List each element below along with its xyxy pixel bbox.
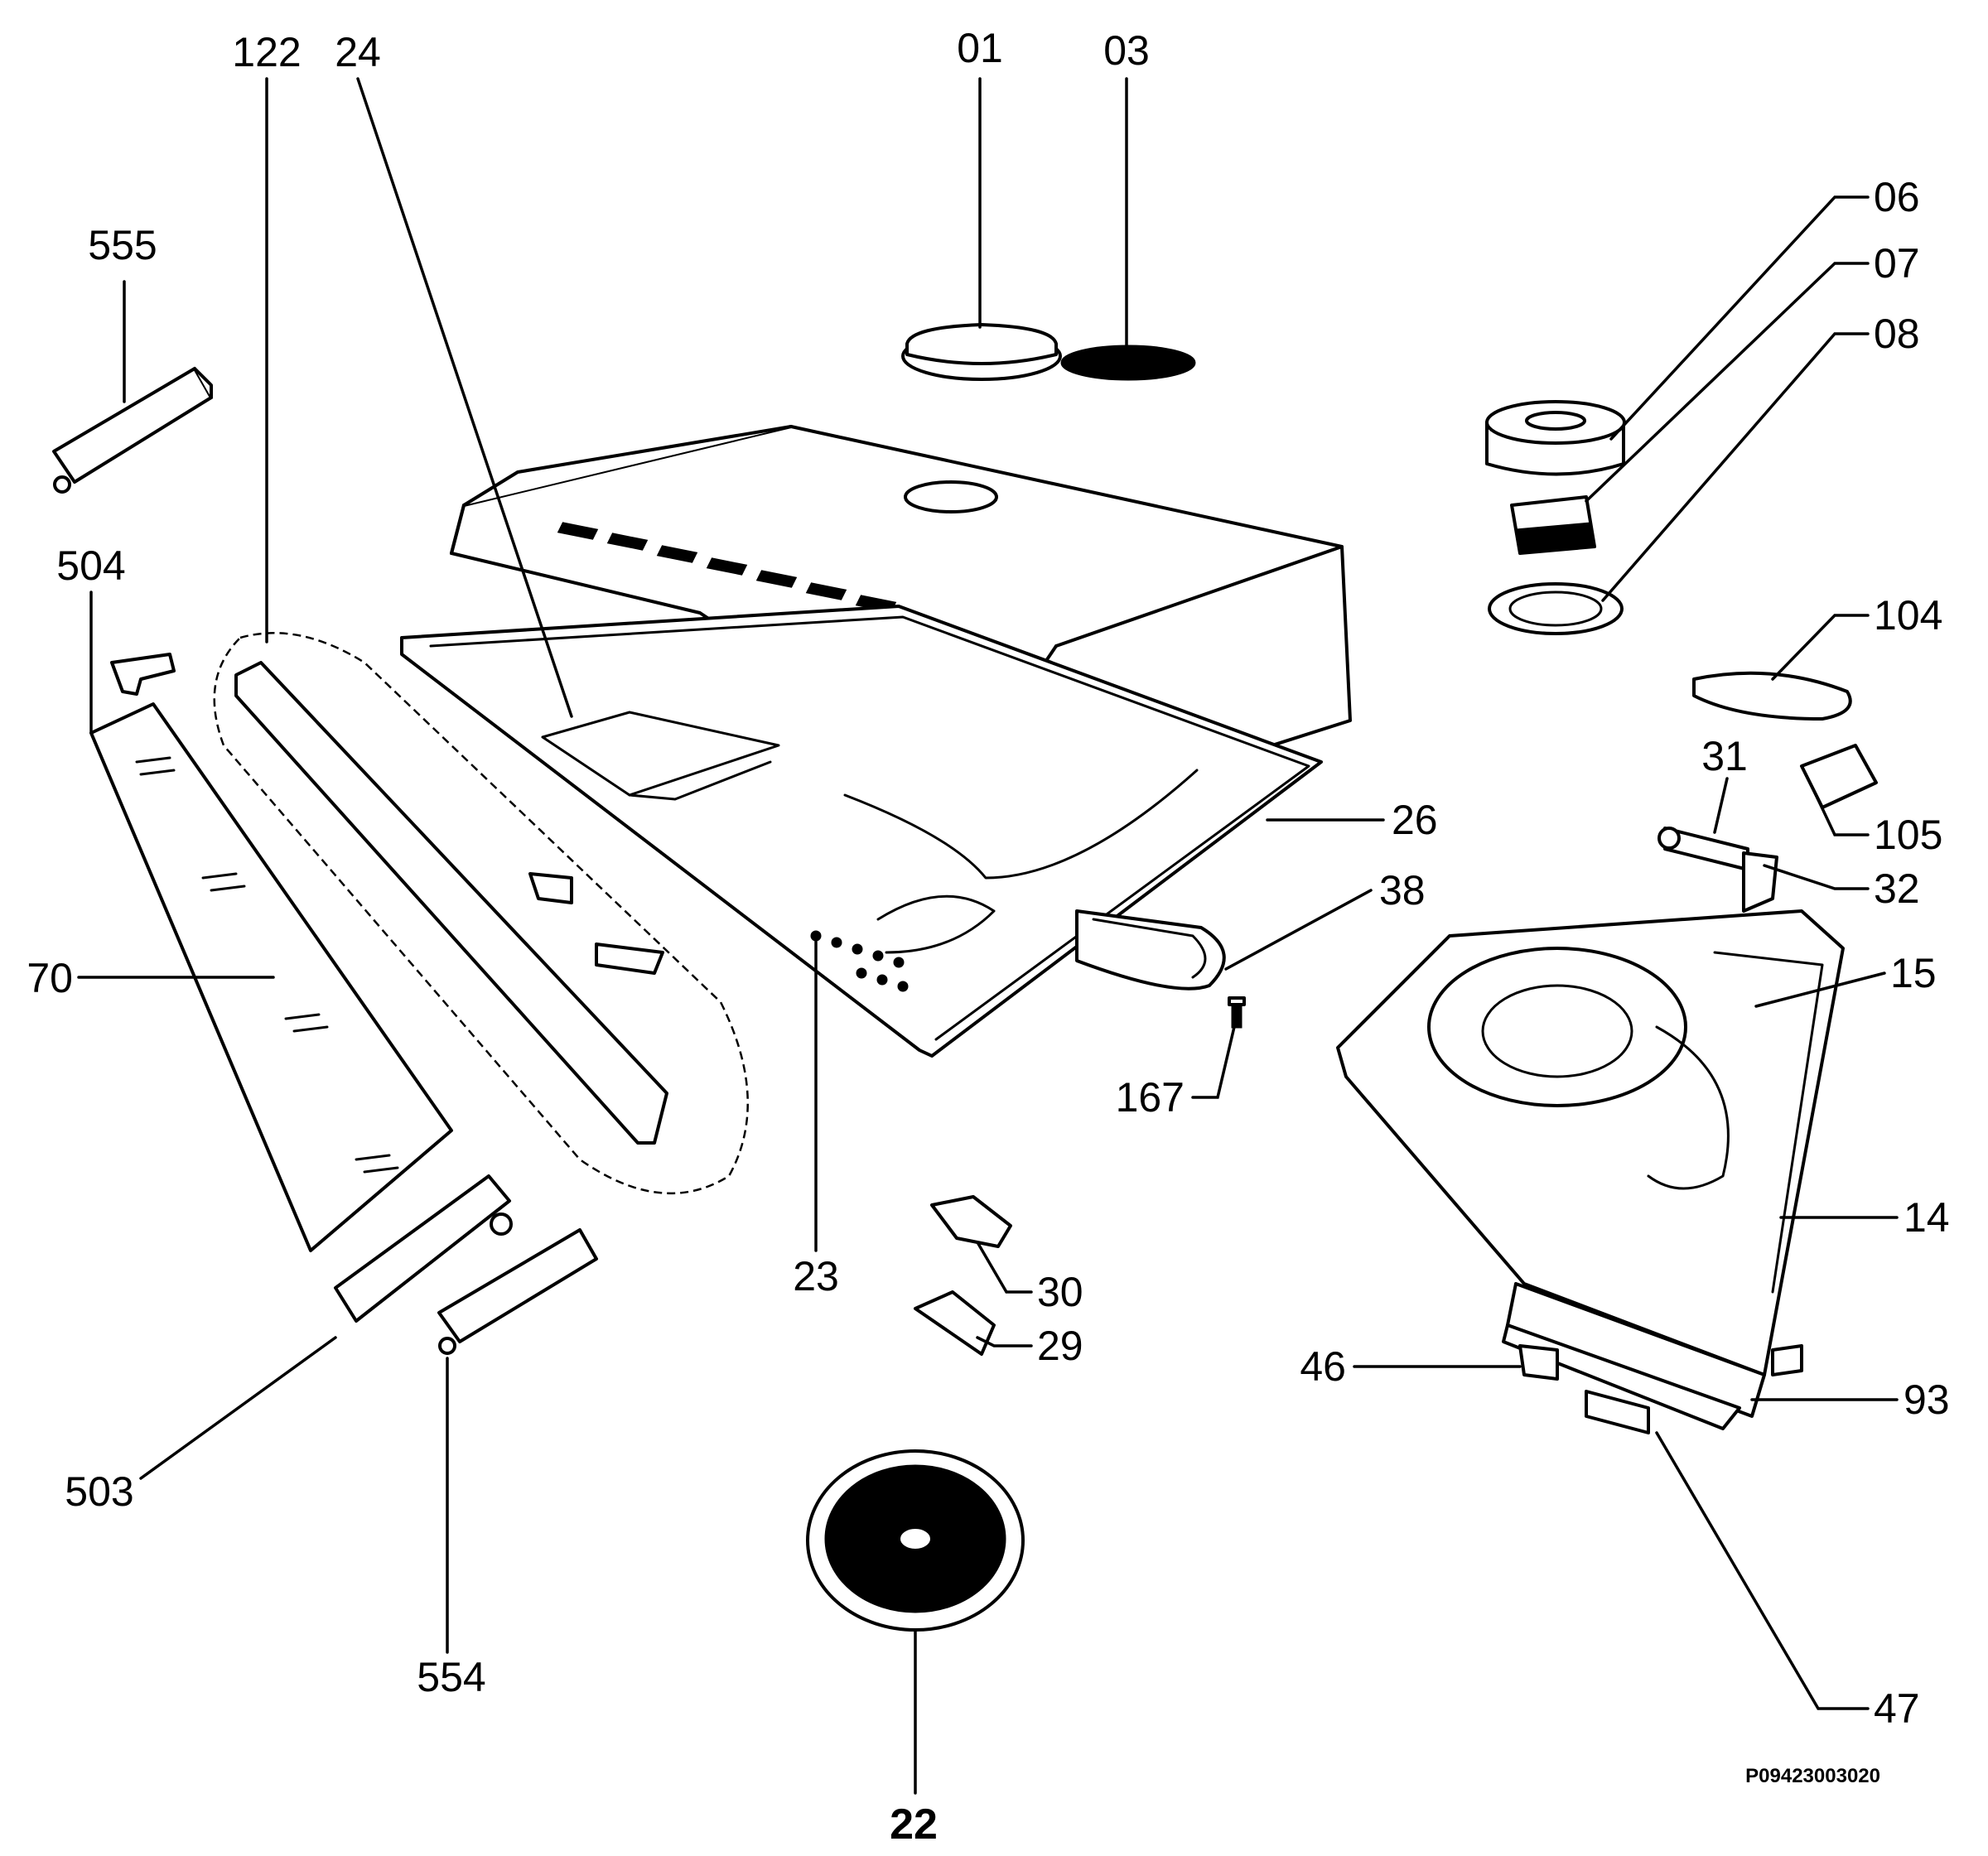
part-labels: 122 24 01 03 555 06 07 08 504 104 31 26 … [27,25,1949,1849]
label-08: 08 [1874,311,1920,357]
reference-code: P09423003020 [1745,1765,1880,1787]
part-06-round-filter [1485,400,1626,476]
part-122-front-trim [213,632,749,1195]
part-104-gasket [1692,671,1852,721]
label-555: 555 [88,222,157,268]
leader-lines [77,77,1899,1795]
label-122: 122 [232,29,301,75]
part-26-filter-frame [400,605,1323,1058]
label-32: 32 [1874,865,1920,912]
label-554: 554 [417,1654,485,1700]
part-504-bracket [110,653,176,696]
part-03-filter-pad [1060,345,1196,381]
label-22: 22 [890,1801,938,1849]
label-23: 23 [793,1253,839,1299]
label-30: 30 [1037,1269,1083,1315]
part-554-end-cap [437,1228,598,1355]
label-14: 14 [1904,1194,1950,1241]
label-31: 31 [1701,733,1748,779]
label-104: 104 [1874,592,1942,639]
part-167-screw [1228,996,1246,1029]
part-38-lamp-cover [1075,909,1226,991]
label-03: 03 [1103,27,1150,74]
label-93: 93 [1904,1376,1950,1423]
part-07-motor [1510,495,1596,555]
part-01-round-cap [901,323,1062,381]
label-24: 24 [335,29,381,75]
part-47-connector [1585,1390,1650,1434]
label-105: 105 [1874,812,1942,858]
part-93-bottom-rail [1502,1282,1766,1430]
part-22-charcoal-filter [806,1449,1025,1632]
part-503-end-bracket [334,1174,513,1323]
label-70: 70 [27,955,73,1001]
part-14-fan-housing [1336,909,1845,1376]
part-93-clip [1771,1344,1803,1376]
label-06: 06 [1874,174,1920,220]
part-555-end-cap [52,367,213,494]
label-07: 07 [1874,240,1920,287]
part-105-switch [1800,744,1878,809]
part-23-vent-holes [810,930,909,992]
label-503: 503 [65,1468,133,1515]
hood-vent-slots [557,522,897,613]
label-46: 46 [1300,1343,1346,1390]
label-15: 15 [1890,950,1937,996]
part-32-lamp-holder [1742,851,1778,913]
label-26: 26 [1392,797,1438,843]
part-08-fan-wheel [1488,582,1624,635]
label-47: 47 [1874,1685,1920,1732]
label-29: 29 [1037,1323,1083,1369]
part-24-wire-grille [541,711,780,801]
label-38: 38 [1379,867,1426,914]
part-46-clip [1518,1344,1559,1381]
label-01: 01 [957,25,1003,71]
label-167: 167 [1116,1074,1185,1121]
part-31-lamp [1657,827,1749,871]
label-504: 504 [56,542,125,589]
part-29-clamp [914,1290,996,1356]
part-30-bracket [930,1195,1012,1248]
